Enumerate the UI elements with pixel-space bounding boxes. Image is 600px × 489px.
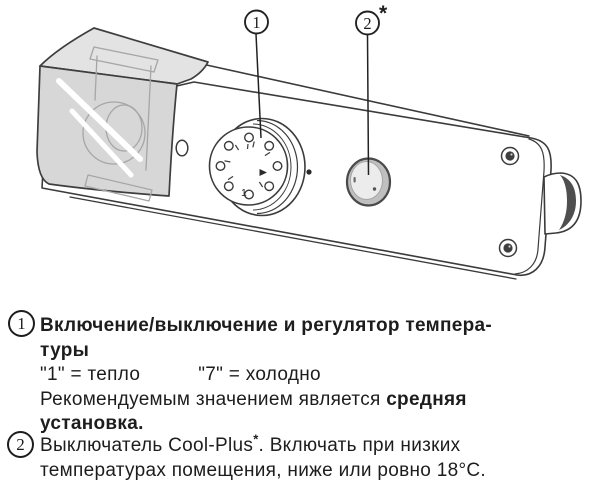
legend-item-2: Выключатель Cool-Plus*. Включать при низ… (40, 431, 486, 483)
item1-recommendation-line2: установка. (40, 413, 144, 434)
screw-bottom (498, 238, 518, 258)
callout-2-line (366, 34, 370, 176)
item2-line1-rest: . Включать при низких (258, 435, 461, 456)
item1-title-line1: Включение/выключение и регулятор темпера… (40, 315, 493, 336)
item2-line2: температурах помещения, ниже или ровно 1… (40, 459, 486, 481)
panel-dot (306, 169, 312, 175)
item1-recommendation: Рекомендуемым значением является (40, 388, 381, 410)
dial-ticks (224, 141, 271, 188)
callout-1: 1 (244, 9, 269, 35)
cover-highlight (56, 78, 143, 178)
item1-scale-warm: "1" = тепло (40, 364, 141, 385)
latch-tab (543, 172, 582, 235)
lamp-sketch (82, 46, 159, 202)
callouts: 1 2 * (244, 2, 388, 176)
callout-1-line (255, 33, 262, 139)
legend-item-1: Включение/выключение и регулятор темпера… (40, 314, 492, 437)
end-cap (514, 138, 545, 275)
item2-asterisk: * (253, 431, 259, 447)
screw-top (500, 146, 520, 166)
legend-marker-2: 2 (7, 431, 34, 458)
dial-number: 1 (241, 187, 247, 199)
callout-2-label: 2 (363, 14, 371, 33)
callout-2: 2 * (355, 2, 388, 36)
item1-scale-cold: "7" = холодно (198, 364, 321, 385)
lamp-cover (36, 27, 209, 202)
item1-recommendation-bold: средняя (386, 388, 467, 410)
temperature-dial: 1 (208, 117, 306, 217)
cool-plus-button (345, 157, 392, 207)
item1-title-line2: туры (40, 339, 90, 361)
dial-pointer (259, 169, 267, 176)
control-panel-illustration: 1 (36, 2, 582, 280)
callout-2-asterisk: * (379, 2, 388, 25)
item2-device: Выключатель Cool-Plus (40, 435, 254, 456)
mounting-hole (175, 139, 189, 157)
legend-marker-1: 1 (8, 310, 35, 337)
dial-position-dots (215, 132, 283, 200)
callout-1-label: 1 (252, 13, 260, 32)
